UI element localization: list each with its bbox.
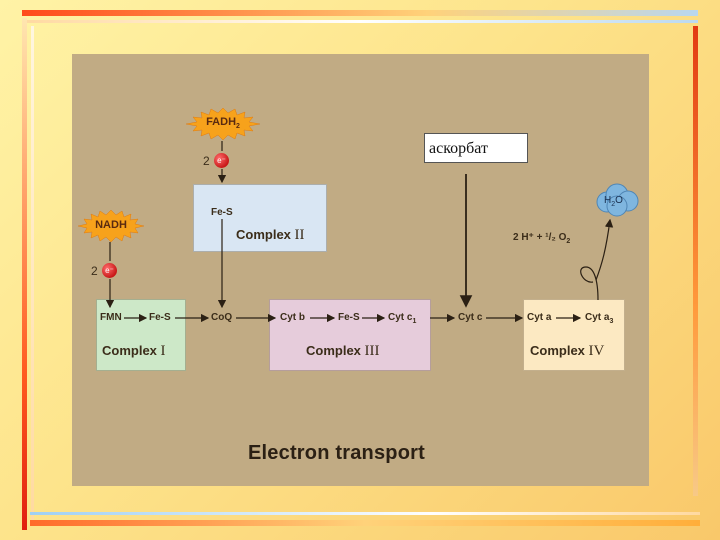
- fadh2-label: FADH2: [206, 116, 240, 131]
- two-electrons-label-left: 2: [91, 264, 98, 278]
- electron-icon-left: e⁻: [102, 263, 117, 278]
- two-electrons-label-top: 2: [203, 154, 210, 168]
- fadh2-starburst-icon: [185, 108, 261, 140]
- complex-iv-name: Complex IV: [530, 343, 605, 359]
- complex-iv-box: [523, 299, 625, 371]
- complex-i-box: [96, 299, 186, 371]
- electron-transport-diagram: FADH2 NADH 2 e⁻ 2 e⁻ Fe-S Complex II FMN…: [72, 54, 649, 486]
- oxygen-to-water-arrow: [595, 218, 614, 281]
- nadh-label: NADH: [95, 219, 127, 231]
- electron-icon-top: e⁻: [214, 153, 229, 168]
- complex-ii-name: Complex II: [236, 227, 305, 243]
- frame-top-stripe: [22, 10, 698, 16]
- ascorbate-label: аскорбат: [424, 133, 528, 163]
- frame-top-thin-stripe: [22, 20, 698, 23]
- arrow-layer: [105, 141, 614, 323]
- complex-iv-cyt-a3: Cyt a3: [585, 312, 614, 325]
- complex-iii-cyt-b: Cyt b: [280, 312, 305, 323]
- complex-iv-cyt-a: Cyt a: [527, 312, 552, 323]
- diagram-title: Electron transport: [248, 442, 425, 464]
- complex-i-name: Complex I: [102, 343, 166, 359]
- complex-ii-box: [193, 184, 327, 252]
- complex-iii-fes: Fe-S: [338, 312, 360, 323]
- water-label: H2O: [604, 195, 623, 208]
- complex-iii-box: [269, 299, 431, 371]
- frame-left-thin-stripe: [31, 26, 34, 526]
- complex-i-fmn: FMN: [100, 312, 122, 323]
- frame-left-stripe: [22, 18, 27, 530]
- water-cloud-icon: [596, 183, 639, 217]
- frame-bottom-stripe: [30, 520, 700, 526]
- frame-bottom-thin-stripe: [30, 512, 700, 515]
- complex-iii-cyt-c1: Cyt c1: [388, 312, 417, 325]
- oxygen-reduction-curve: [580, 266, 599, 301]
- coq-label: CoQ: [211, 312, 233, 323]
- oxygen-reaction-label: 2 H⁺ + ¹/₂ O2: [513, 232, 571, 245]
- cyt-c-label: Cyt c: [458, 312, 483, 323]
- complex-ii-fes: Fe-S: [211, 207, 233, 218]
- frame-right-stripe: [693, 26, 698, 496]
- complex-i-fes: Fe-S: [149, 312, 171, 323]
- nadh-starburst-icon: [77, 210, 145, 242]
- complex-iii-name: Complex III: [306, 343, 380, 359]
